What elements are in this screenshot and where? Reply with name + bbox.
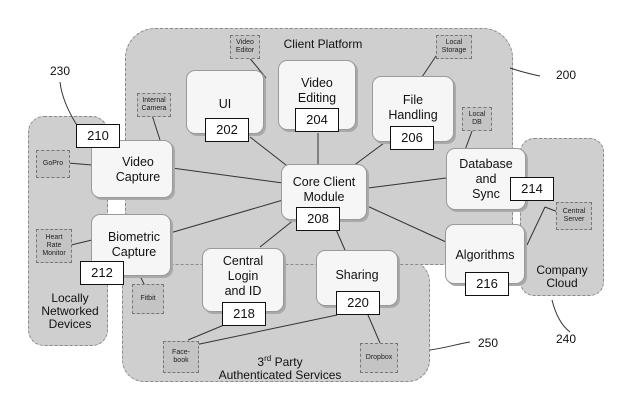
algorithms-label: Algorithms (455, 248, 515, 262)
biometric-capture-label: Biometric Capture (107, 230, 161, 259)
third-party-line2: Authenticated Services (218, 368, 342, 382)
local-devices-title: Locally Networked Devices (41, 291, 99, 331)
local-db-device: Local DB (462, 107, 492, 131)
core-client-module (281, 164, 367, 220)
database-sync-label: Database and Sync (459, 157, 513, 201)
fitbit-device: Fitbit (132, 284, 164, 314)
file-handling-ref-number: 206 (390, 126, 434, 150)
central-login-label: Central Login and ID (222, 254, 264, 298)
video-editing-label: Video Editing (297, 76, 337, 105)
video-capture-module (91, 140, 173, 198)
internal-camera-device: Internal Camera (137, 93, 171, 117)
central-login-ref-number: 218 (222, 302, 266, 326)
video-editor-device: Video Editor (230, 35, 260, 59)
sharing-label: Sharing (335, 268, 379, 282)
file-handling-label: File Handling (388, 93, 438, 122)
client-platform-title: Client Platform (283, 37, 363, 51)
core-client-label: Core Client Module (292, 175, 356, 204)
ref-200: 200 (556, 68, 577, 82)
video-editing-ref-number: 204 (295, 108, 339, 132)
database-sync-ref-number: 214 (510, 177, 554, 201)
central-login-module (202, 248, 284, 312)
third-party-suffix: Party (271, 355, 303, 369)
gopro-device: GoPro (36, 150, 70, 178)
ref-240: 240 (556, 332, 577, 346)
ref-230: 230 (50, 64, 71, 78)
local-storage-device: Local Storage (436, 35, 472, 59)
central-server-device: Central Server (556, 202, 592, 230)
company-cloud-title: Company Cloud (536, 263, 588, 290)
video-capture-label: Video Capture (115, 155, 161, 184)
third-party-number: 3 (257, 355, 265, 369)
ui-label: UI (218, 97, 232, 111)
ref-250: 250 (478, 336, 499, 350)
ui-ref-number: 202 (205, 118, 249, 142)
video-capture-ref-number: 210 (76, 124, 120, 148)
heart-rate-monitor-device: Heart Rate Monitor (36, 229, 72, 263)
core-client-ref-number: 208 (296, 207, 340, 231)
algorithms-ref-number: 216 (465, 272, 509, 296)
third-party-superscript: rd (264, 354, 272, 363)
facebook-device: Face- book (163, 341, 199, 373)
third-party-title: 3rd Party Authenticated Services (175, 352, 385, 382)
biometric-capture-ref-number: 212 (80, 261, 124, 285)
sharing-ref-number: 220 (336, 291, 380, 315)
dropbox-device: Dropbox (360, 343, 398, 373)
